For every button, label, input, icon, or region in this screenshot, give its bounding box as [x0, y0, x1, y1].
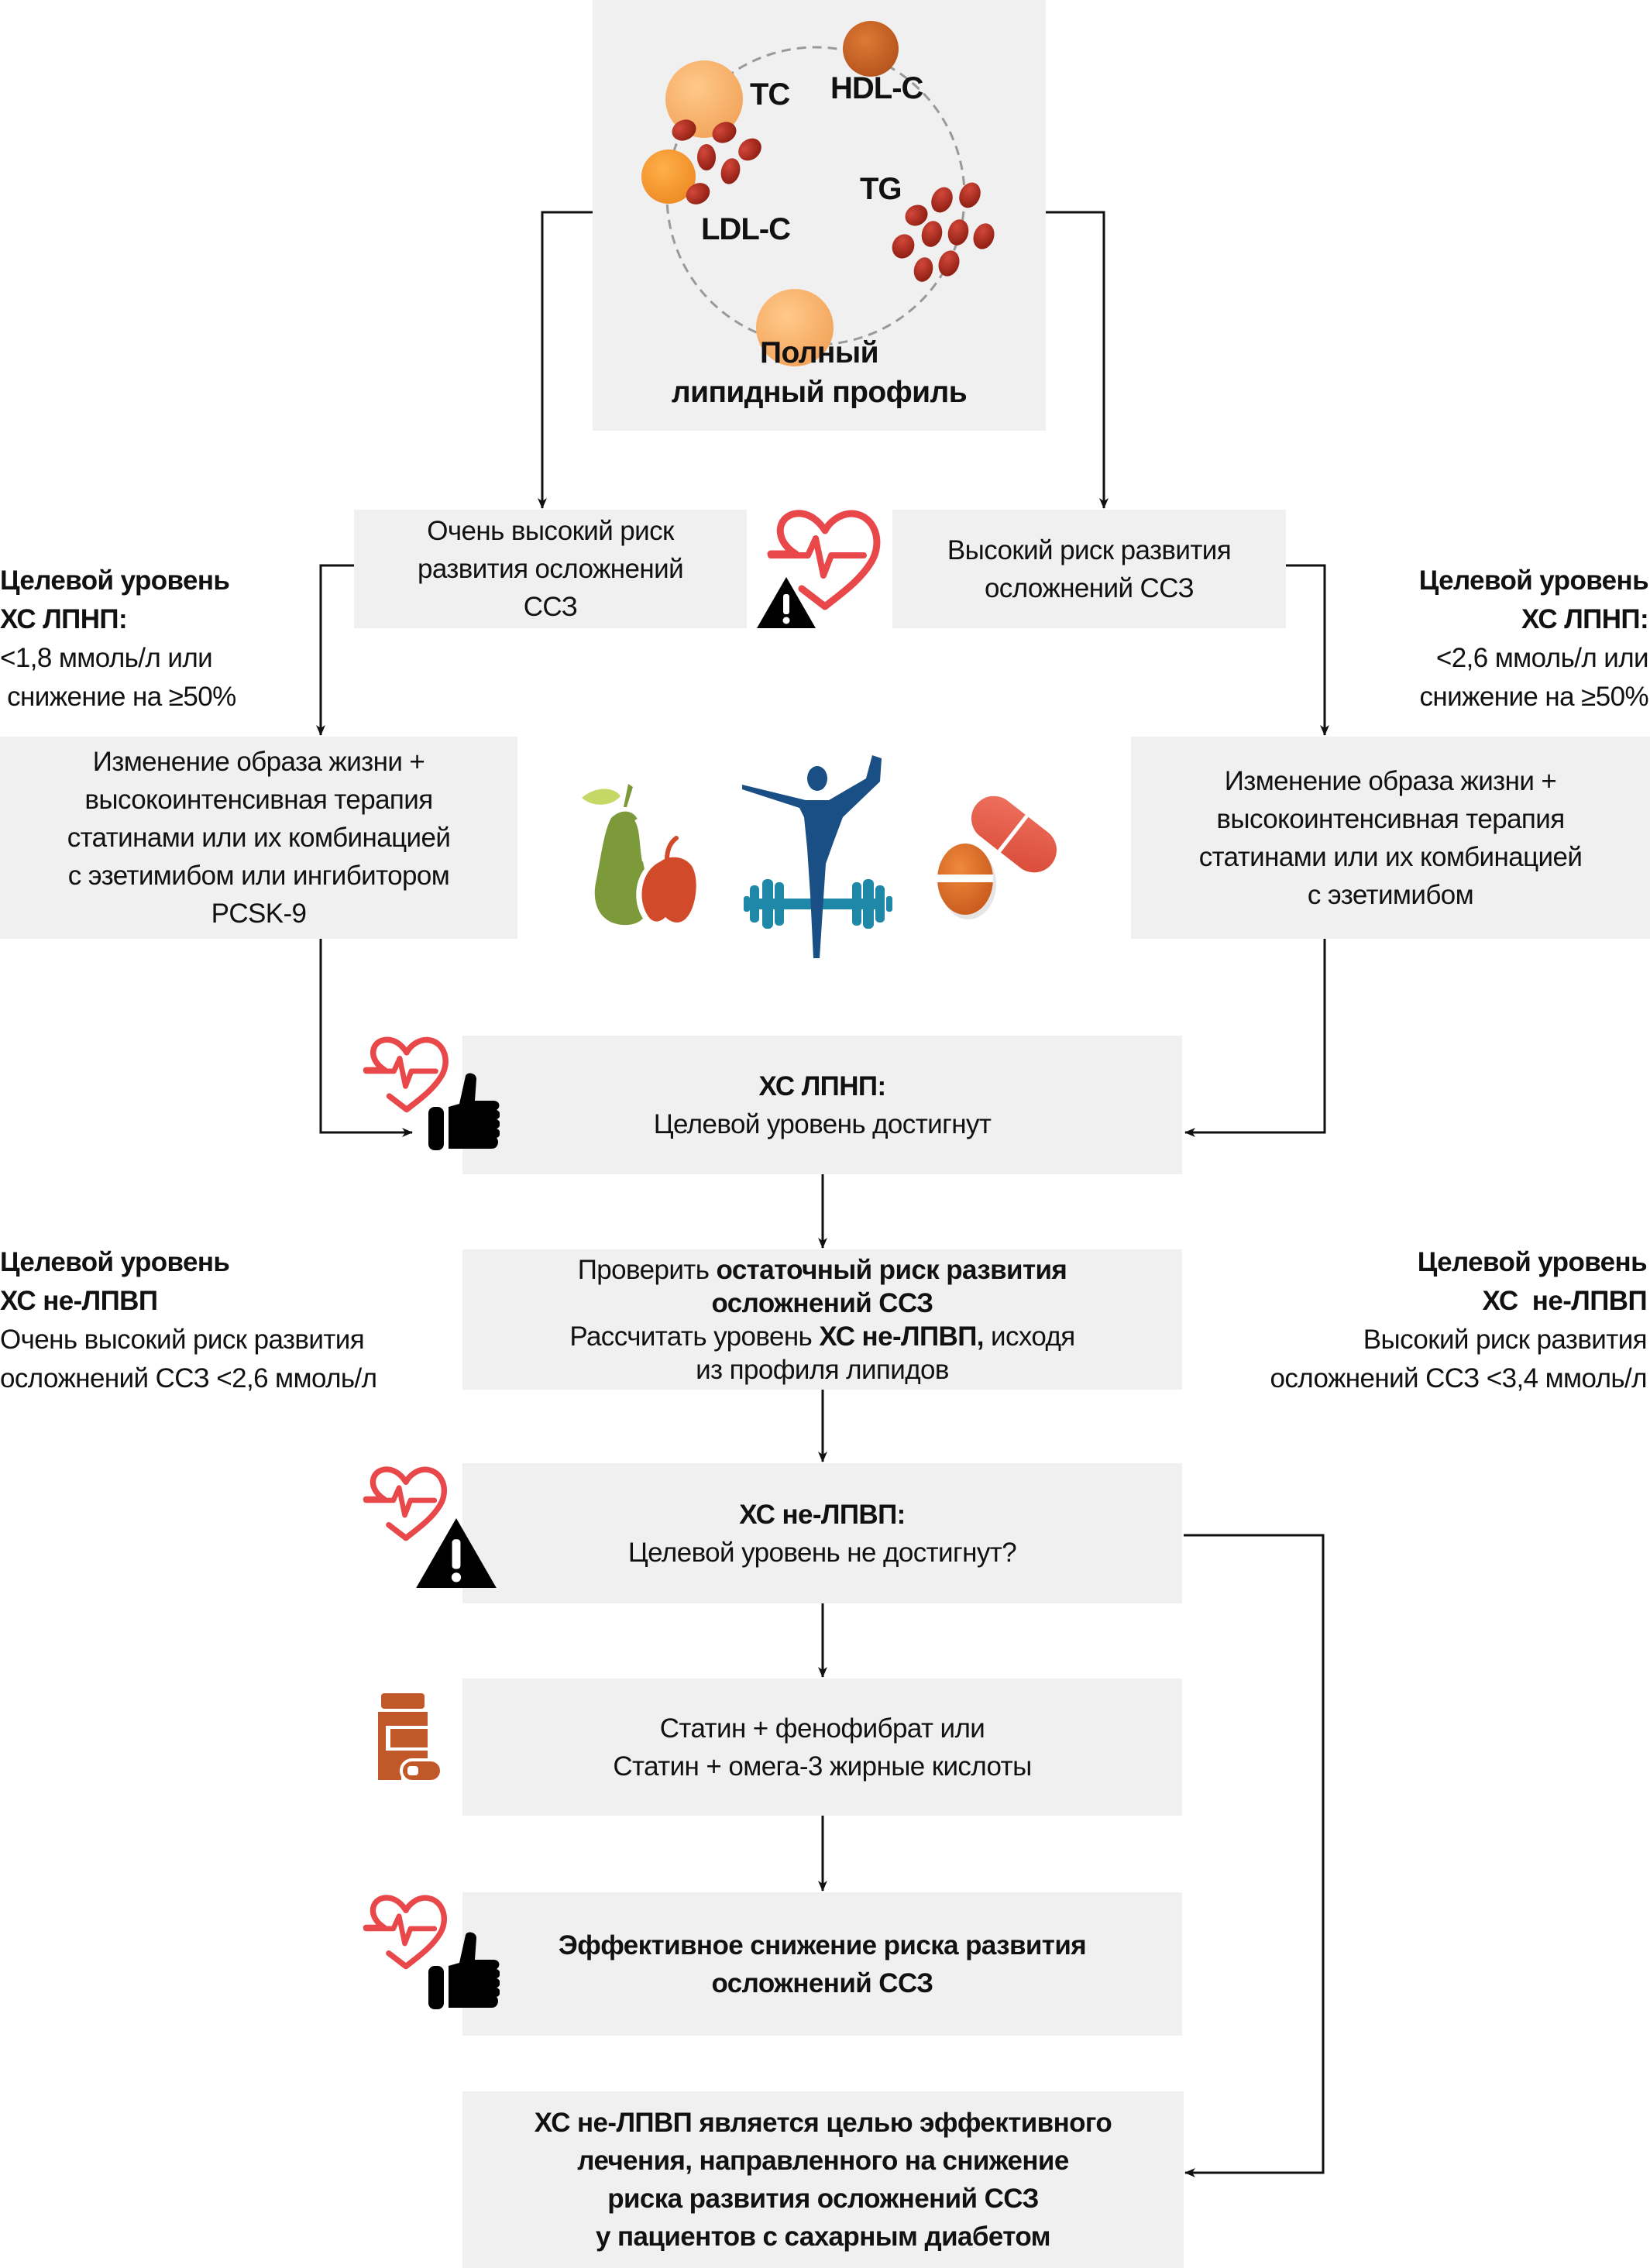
lipid-profile-box — [593, 0, 1046, 431]
connector-nonhdl-to-conclusion — [1184, 1534, 1325, 2177]
connector-high-to-therapy — [1286, 564, 1329, 736]
effective-reduction-box: Эффективное снижение риска развития осло… — [462, 1892, 1182, 2036]
ldl-achieved-box: ХС ЛПНП: Целевой уровень достигнут — [462, 1036, 1182, 1174]
therapy-high-box: Изменение образа жизни + высокоинтенсивн… — [1131, 737, 1650, 939]
warning-icon — [416, 1518, 497, 1588]
connector-very-high-to-therapy — [316, 564, 354, 736]
connector-profile-to-high — [1046, 211, 1109, 509]
connector-profile-to-very-high — [538, 211, 593, 509]
ldl-label: LDL-C — [701, 212, 791, 246]
heart-ecg-icon — [363, 1466, 447, 1541]
fruit-icon — [582, 784, 700, 927]
tc-tg-particles — [672, 119, 761, 204]
tg-label: TG — [860, 172, 902, 206]
ldl-particle — [756, 289, 834, 366]
nonhdl-target-left: Целевой уровень ХС не-ЛПВП Очень высокий… — [0, 1247, 377, 1393]
therapy-very-high-box: Изменение образа жизни + высокоинтенсивн… — [0, 737, 517, 939]
ldl-target-right: Целевой уровень ХС ЛПНП: <2,6 ммоль/л ил… — [1418, 565, 1649, 712]
very-high-risk-box: Очень высокий риск развития осложнений С… — [354, 510, 747, 628]
connector-right-therapy-to-achieved — [1184, 939, 1326, 1137]
tc-label: TC — [750, 77, 790, 112]
heart-ecg-icon — [363, 1036, 449, 1113]
lipid-profile-title: Полный липидный профиль — [671, 336, 968, 409]
combination-therapy-box: Статин + фенофибрат или Статин + омега-3… — [462, 1679, 1182, 1816]
nonhdl-target-right: Целевой уровень ХС не-ЛПВП Высокий риск … — [1270, 1247, 1648, 1393]
medicine-bottle-icon — [378, 1693, 442, 1783]
hdl-particle — [843, 21, 899, 77]
heart-ecg-icon — [767, 510, 881, 610]
nonhdl-not-achieved-box: ХС не-ЛПВП: Целевой уровень не достигнут… — [462, 1463, 1182, 1603]
tc-particle — [665, 60, 743, 138]
lipid-particles-illustration — [641, 21, 995, 366]
high-risk-box: Высокий риск развития осложнений ССЗ — [892, 510, 1286, 628]
ldl-target-left: Целевой уровень ХС ЛПНП: <1,8 ммоль/л ил… — [0, 565, 236, 712]
conclusion-box: ХС не-ЛПВП является целью эффективного л… — [462, 2091, 1184, 2268]
pills-icon — [937, 796, 1057, 919]
tg-particles — [892, 182, 995, 282]
connector-left-therapy-to-achieved — [319, 939, 413, 1137]
warning-icon — [757, 577, 816, 628]
residual-risk-box: Проверить остаточный риск развития ослож… — [462, 1249, 1182, 1390]
thumbs-up-icon — [428, 1932, 500, 2009]
tc-small-particle — [641, 149, 696, 204]
thumbs-up-icon — [428, 1073, 500, 1150]
hdl-label: HDL-C — [830, 71, 923, 105]
heart-ecg-icon — [363, 1895, 447, 1970]
exercise-icon — [742, 755, 892, 958]
